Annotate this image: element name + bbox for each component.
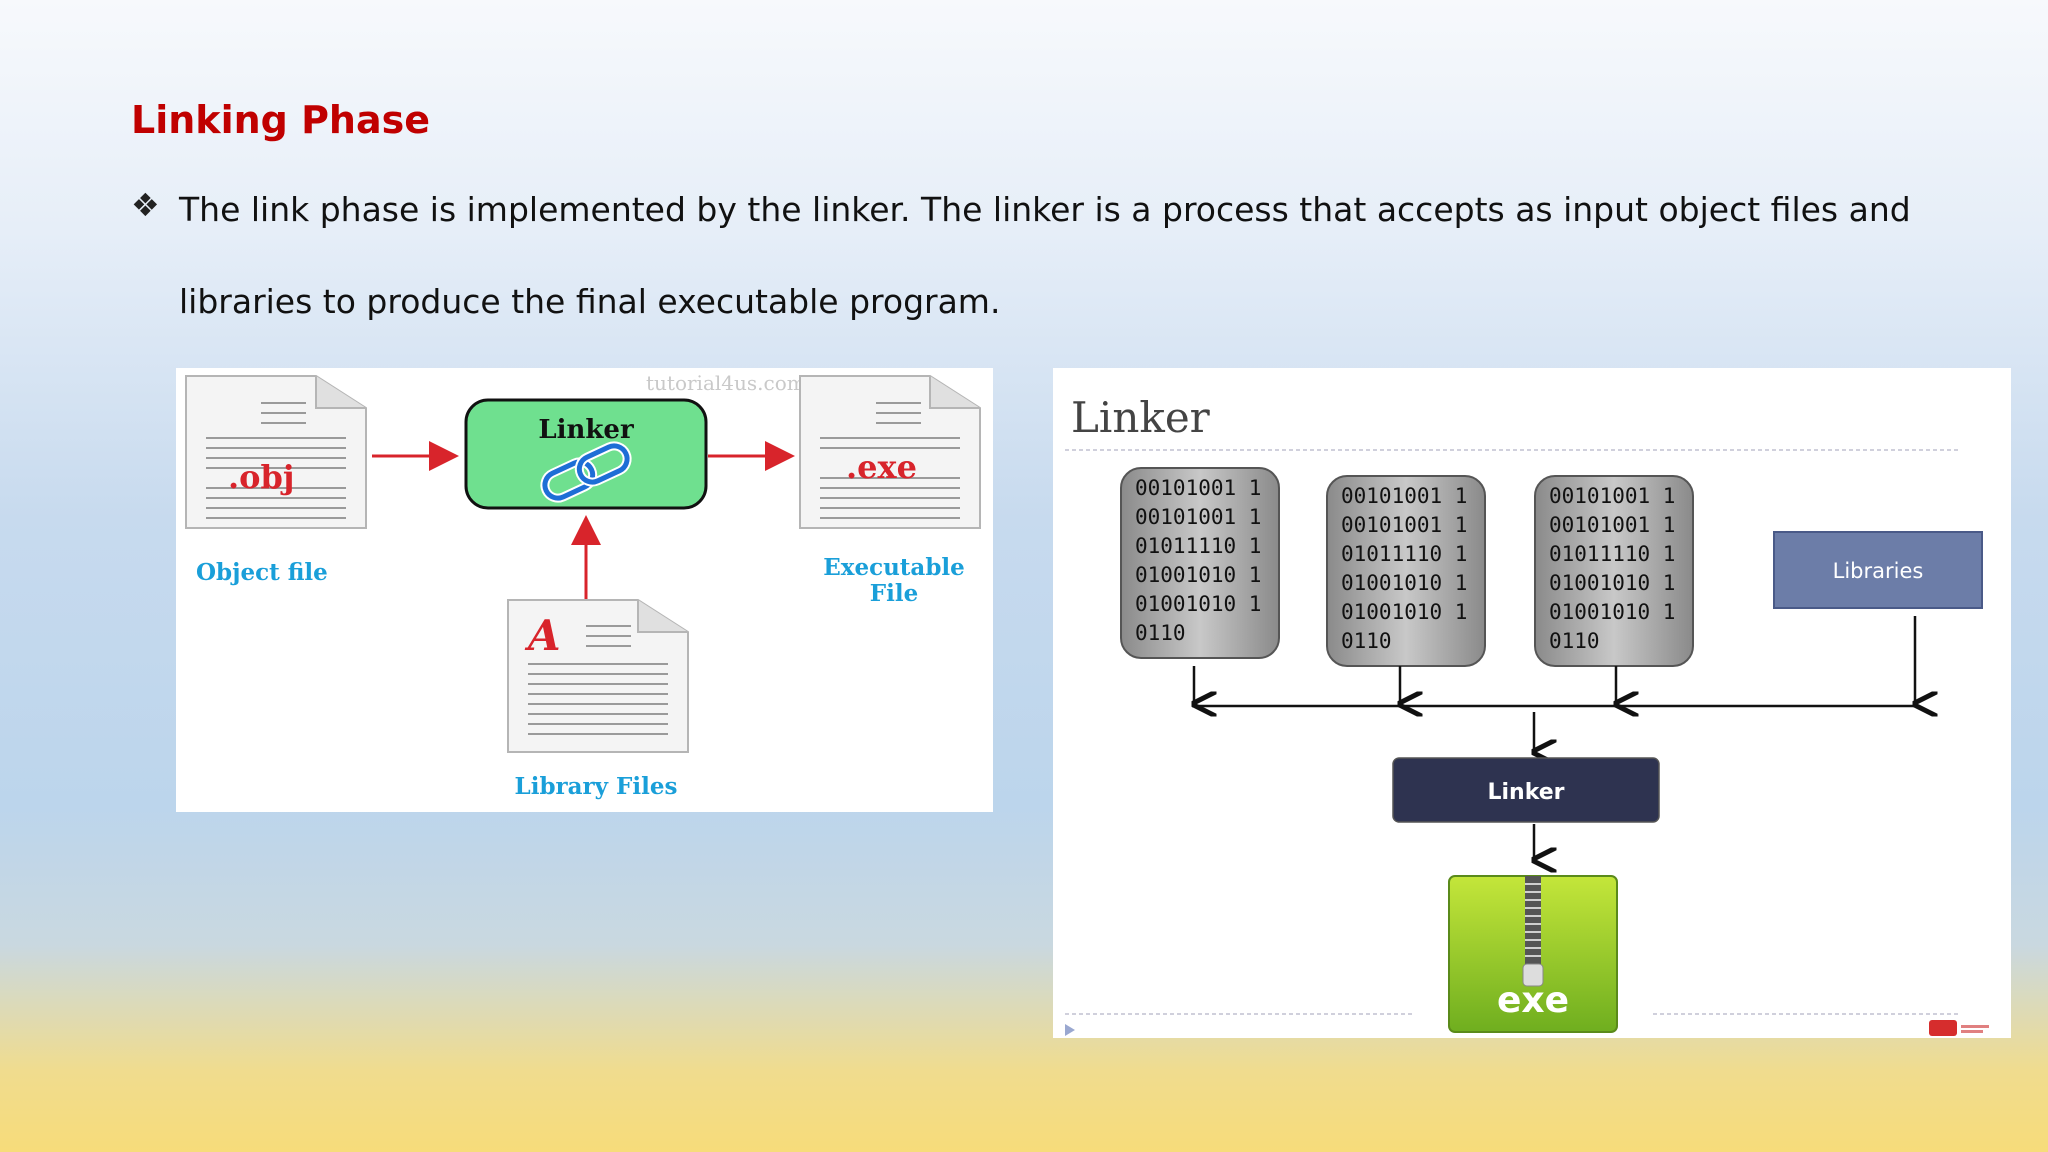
svg-text:00101001 1 00101001 1: 00101001 1 00101001 1 01011110 1 0100101… (1135, 476, 1274, 645)
binary-line: 00101001 1 (1341, 484, 1467, 508)
libraries-label: Libraries (1833, 559, 1924, 583)
chain-link-icon (540, 441, 632, 503)
binary-line: 0110 (1341, 629, 1392, 653)
exe-archive-icon (1448, 875, 1618, 1033)
slide-nav-arrow-icon (1065, 1024, 1075, 1036)
linker-box (1392, 757, 1660, 823)
library-file-icon (507, 599, 689, 753)
svg-text:00101001 1 00101001 1: 00101001 1 00101001 1 01011110 1 0100101… (1341, 484, 1480, 653)
executable-caption-line1: Executable (823, 554, 965, 581)
exe-label: exe (1497, 980, 1569, 1021)
binary-line: 0110 (1135, 621, 1186, 645)
binary-line: 00101001 1 (1135, 476, 1261, 500)
watermark-text: tutorial4us.com (646, 371, 806, 395)
svg-text:00101001 1 00101001 1: 00101001 1 00101001 1 01011110 1 0100101… (1549, 484, 1688, 653)
object-code-block-3: 00101001 1 00101001 1 01011110 1 0100101… (1534, 475, 1694, 667)
linking-flow-diagram: tutorial4us.com .obj Object file Linker (176, 368, 993, 812)
object-code-block-2: 00101001 1 00101001 1 01011110 1 0100101… (1326, 475, 1486, 667)
executable-caption-line2: File (870, 580, 918, 607)
binary-line: 01001010 1 (1549, 600, 1675, 624)
linker-label: Linker (1487, 780, 1564, 805)
binary-line: 01001010 1 (1135, 563, 1261, 587)
obj-extension: .obj (228, 458, 294, 496)
linker-schematic-diagram: Linker 00101001 1 00101001 1 01011110 1 … (1053, 368, 2011, 1038)
library-files-caption: Library Files (515, 773, 678, 800)
binary-line: 00101001 1 (1341, 513, 1467, 537)
binary-line: 00101001 1 (1549, 484, 1675, 508)
video-logo-icon (1929, 1020, 1989, 1036)
connector-lines (1192, 616, 1917, 860)
executable-file-icon (799, 375, 981, 529)
exe-extension: .exe (846, 448, 917, 486)
object-file-icon (185, 375, 367, 529)
binary-line: 01011110 1 (1549, 542, 1675, 566)
bullet-text: The link phase is implemented by the lin… (179, 190, 1911, 321)
binary-line: 01001010 1 (1135, 592, 1261, 616)
binary-line: 01001010 1 (1341, 571, 1467, 595)
library-letter: A (524, 611, 561, 660)
binary-line: 01011110 1 (1341, 542, 1467, 566)
object-code-block-1: 00101001 1 00101001 1 01011110 1 0100101… (1120, 467, 1280, 659)
libraries-box (1773, 531, 1983, 609)
binary-line: 0110 (1549, 629, 1600, 653)
binary-line: 01011110 1 (1135, 534, 1261, 558)
binary-line: 00101001 1 (1549, 513, 1675, 537)
binary-line: 00101001 1 (1135, 505, 1261, 529)
diamond-bullet-icon: ❖ (131, 186, 160, 224)
object-file-caption: Object file (196, 559, 328, 586)
binary-line: 01001010 1 (1341, 600, 1467, 624)
slide-title: Linking Phase (131, 98, 431, 142)
linker-label: Linker (538, 415, 634, 445)
schematic-title: Linker (1071, 393, 1211, 442)
binary-line: 01001010 1 (1549, 571, 1675, 595)
